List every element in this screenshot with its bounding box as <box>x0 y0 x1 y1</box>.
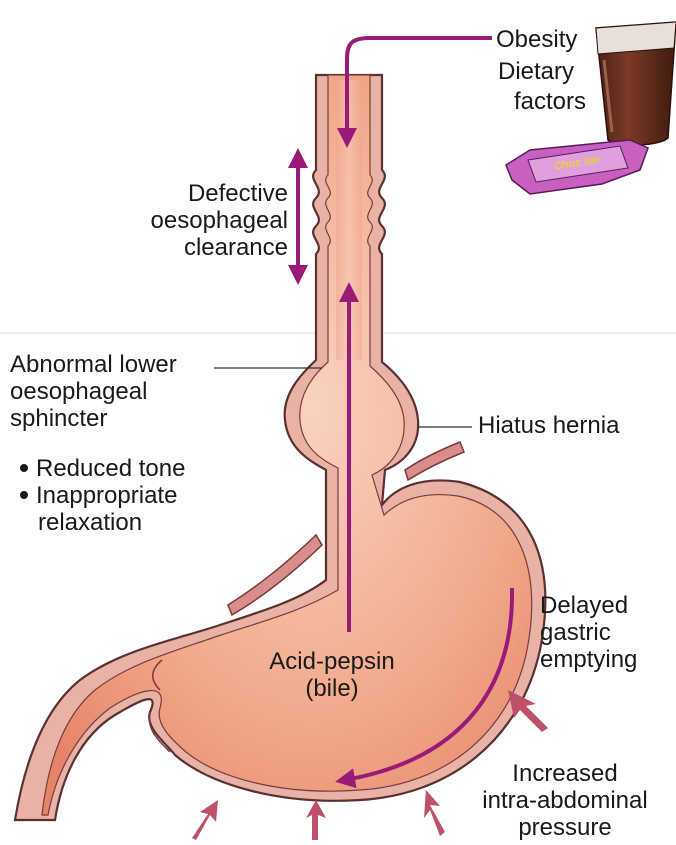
sphincter-bullets: Reduced tone Inappropriate relaxation <box>18 455 185 536</box>
label-defective-2: oesophageal <box>140 207 288 234</box>
label-defective-1: Defective <box>140 180 288 207</box>
pressure-arrow-1 <box>508 690 548 732</box>
bullet-text-relaxation: relaxation <box>18 509 185 536</box>
bullet-dot <box>20 464 28 472</box>
bullet-item: Inappropriate <box>18 482 185 509</box>
label-abnormal-3: sphincter <box>10 405 177 432</box>
bullet-dot <box>20 491 28 499</box>
label-acid-2: (bile) <box>244 675 420 702</box>
label-acid-pepsin: Acid-pepsin (bile) <box>244 648 420 702</box>
label-acid-1: Acid-pepsin <box>244 648 420 675</box>
label-delayed: Delayed gastric emptying <box>540 592 637 673</box>
bullet-item: relaxation <box>18 509 185 536</box>
chocolate-bar-icon: Choc bar <box>506 140 648 194</box>
label-defective: Defective oesophageal clearance <box>140 180 288 261</box>
bullet-text-reduced-tone: Reduced tone <box>36 455 185 482</box>
glass-icon <box>596 22 676 145</box>
bullet-text-inappropriate: Inappropriate <box>36 482 177 509</box>
pressure-arrow-3 <box>306 800 326 840</box>
label-increased-3: pressure <box>462 814 668 841</box>
bullet-item: Reduced tone <box>18 455 185 482</box>
pressure-arrow-2 <box>424 790 445 836</box>
label-increased-2: intra-abdominal <box>462 787 668 814</box>
label-hiatus-hernia: Hiatus hernia <box>478 412 619 439</box>
label-increased-1: Increased <box>462 760 668 787</box>
label-abnormal-1: Abnormal lower <box>10 351 177 378</box>
label-increased: Increased intra-abdominal pressure <box>462 760 668 841</box>
label-abnormal: Abnormal lower oesophageal sphincter <box>10 351 177 432</box>
label-dietary: Dietary <box>498 58 574 85</box>
label-obesity: Obesity <box>496 26 577 53</box>
label-abnormal-2: oesophageal <box>10 378 177 405</box>
pressure-arrow-4 <box>192 800 218 840</box>
label-defective-3: clearance <box>140 234 288 261</box>
label-delayed-1: Delayed <box>540 592 637 619</box>
label-delayed-2: gastric <box>540 619 637 646</box>
label-factors: factors <box>514 88 586 115</box>
label-delayed-3: emptying <box>540 646 637 673</box>
